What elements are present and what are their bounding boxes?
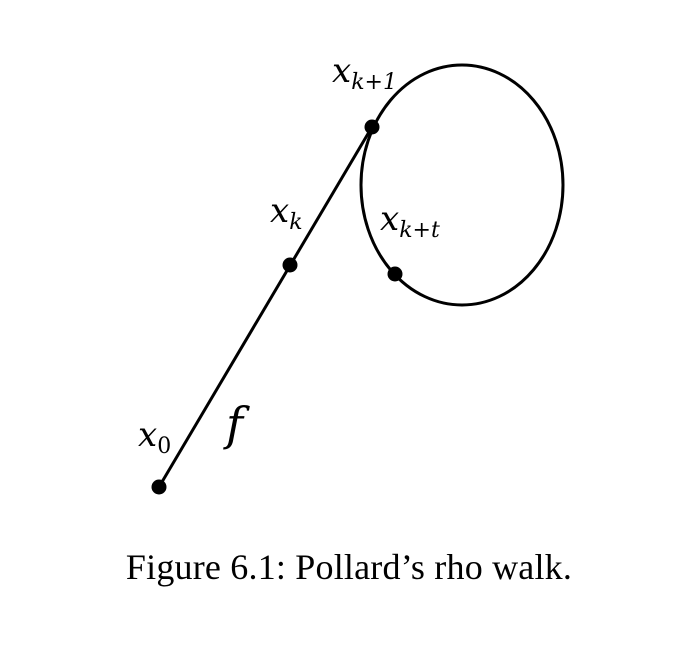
point-xk1 bbox=[364, 119, 380, 135]
label-xk1: xk+1 bbox=[332, 51, 397, 95]
cycle-ellipse bbox=[359, 63, 565, 307]
label-x0: x0 bbox=[138, 415, 171, 459]
label-xk: xk bbox=[270, 191, 303, 235]
label-f: f bbox=[223, 397, 250, 451]
figure-caption: Figure 6.1: Pollard’s rho walk. bbox=[125, 547, 573, 587]
point-xk bbox=[282, 257, 298, 273]
point-xkt bbox=[387, 266, 403, 282]
tail-line bbox=[157, 126, 374, 488]
point-x0 bbox=[151, 479, 167, 495]
label-xkt: xk+t bbox=[380, 199, 440, 243]
